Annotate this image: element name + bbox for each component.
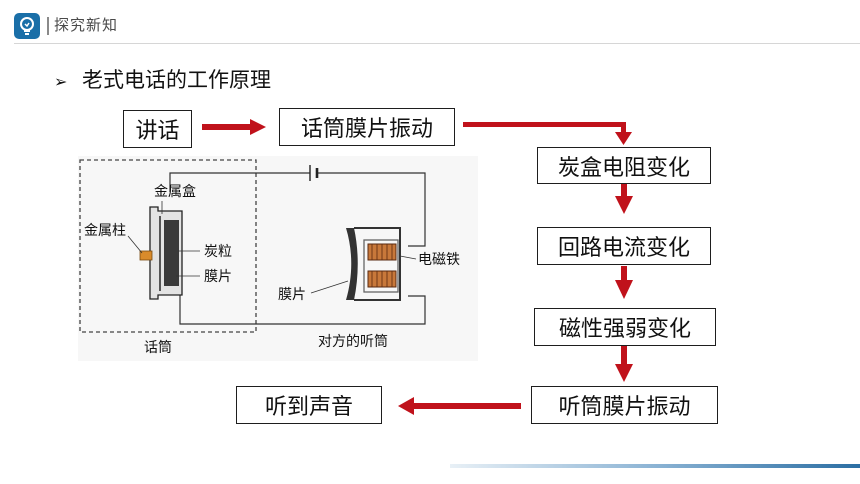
label-diaphragm-right: 膜片: [278, 287, 306, 303]
box-earpiece-diaphragm: 听筒膜片振动: [531, 386, 718, 424]
telephone-diagram: 金属盒 金属柱 炭粒 膜片 话筒 电磁铁 膜片 对方的听筒: [78, 156, 478, 361]
box-carbon-resistance: 炭盒电阻变化: [537, 147, 711, 184]
box-carbon-resistance-label: 炭盒电阻变化: [557, 155, 690, 181]
header-divider: [14, 43, 860, 44]
label-metal-post: 金属柱: [84, 223, 126, 239]
circuit-wire-bottom: [179, 291, 426, 325]
label-electromagnet: 电磁铁: [418, 252, 460, 268]
arrow-magnetism-to-earpiece: [621, 346, 627, 366]
label-diaphragm-left: 膜片: [204, 269, 232, 285]
box-speak-label: 讲话: [135, 119, 180, 144]
metal-post: [139, 250, 153, 261]
label-metal-box: 金属盒: [154, 183, 196, 200]
arrow-speak-to-diaphragm: [202, 124, 252, 130]
label-microphone: 话筒: [144, 339, 172, 356]
header-separator: [47, 17, 49, 35]
bullet-arrow-icon: ➢: [54, 72, 68, 91]
section-title-text: 老式电话的工作原理: [82, 68, 271, 92]
box-hear-sound: 听到声音: [236, 386, 382, 424]
section-title: ➢ 老式电话的工作原理: [54, 64, 271, 94]
arrow-head-3: [615, 196, 633, 214]
box-earpiece-diaphragm-label: 听筒膜片振动: [558, 395, 691, 420]
circuit-wire-top-right: [318, 172, 426, 247]
earpiece-housing: [354, 227, 401, 301]
arrow-carbon-to-loop: [621, 184, 627, 198]
microphone-dashed-frame: [79, 159, 257, 333]
box-speak: 讲话: [123, 110, 192, 148]
label-remote-earpiece: 对方的听筒: [318, 333, 388, 350]
arrow-head-1: [250, 119, 266, 135]
arrow-head-6: [398, 397, 414, 415]
arrow-loop-to-magnetism: [621, 266, 627, 282]
box-magnetism: 磁性强弱变化: [534, 308, 716, 346]
arrow-diaphragm-to-carbon-v: [621, 122, 626, 134]
box-mic-diaphragm: 话筒膜片振动: [279, 108, 455, 146]
lightbulb-icon: [14, 13, 40, 39]
circuit-wire-top: [169, 172, 310, 192]
header-title: 探究新知: [54, 16, 119, 34]
arrow-earpiece-to-hear: [412, 403, 521, 409]
arrow-diaphragm-to-carbon-h: [463, 122, 626, 127]
footer-gradient-line: [450, 464, 860, 468]
arrow-head-4: [615, 280, 633, 299]
box-loop-current: 回路电流变化: [537, 227, 711, 265]
box-loop-current-label: 回路电流变化: [557, 236, 690, 261]
carbon-grains-block: [164, 220, 179, 286]
box-magnetism-label: 磁性强弱变化: [558, 317, 691, 342]
box-hear-sound-label: 听到声音: [264, 395, 353, 420]
arrow-head-5: [615, 364, 633, 382]
box-mic-diaphragm-label: 话筒膜片振动: [300, 117, 433, 142]
earpiece-diaphragm-shape: [346, 228, 358, 300]
electromagnet-frame: [363, 239, 399, 293]
arrow-head-2: [615, 132, 632, 145]
label-carbon-grains: 炭粒: [204, 244, 232, 260]
